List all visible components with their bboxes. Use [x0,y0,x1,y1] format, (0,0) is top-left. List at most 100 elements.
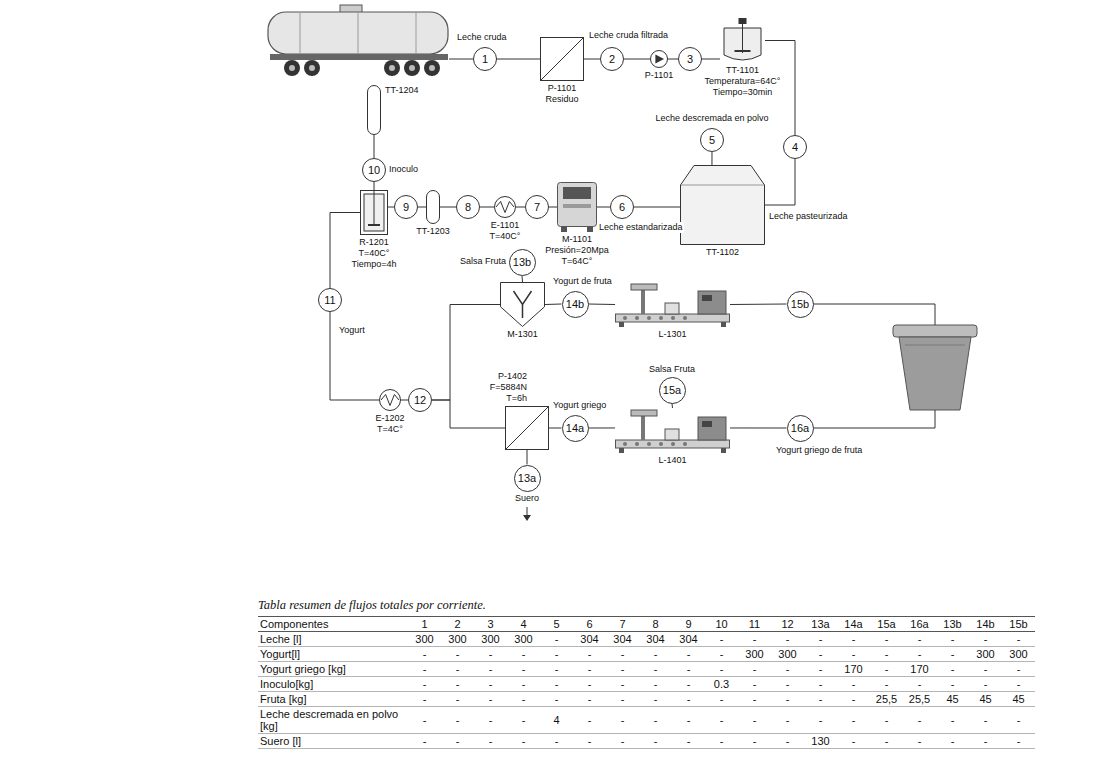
equipment-text: P-1402 [490,371,527,382]
homog-part [558,183,597,227]
equipment-text: Tiempo=4h [352,259,397,270]
table-cell: - [639,692,672,707]
table-cell: - [804,632,837,647]
table-cell: - [771,707,804,734]
stream-label: Suero [514,493,540,504]
table-cell: - [507,692,540,707]
hopper-body [899,337,971,410]
table-cell: - [606,692,639,707]
homog-symbol [557,182,597,232]
table-cell: - [672,647,705,662]
line-part [616,440,730,448]
filter-symbol [505,406,549,450]
table-cell: 10 [705,617,738,632]
table-cell: 12 [771,617,804,632]
equipment-unit: L-1301 [615,282,730,327]
truck-wheel [424,60,440,76]
table-cell: 304 [573,632,606,647]
table-cell: - [1002,677,1035,692]
table-cell: - [639,734,672,749]
hx-part [496,202,514,213]
flow-connector [702,58,720,59]
table-cell: - [507,734,540,749]
line-part [647,316,651,320]
equipment-text: Presión=20Mpa [545,245,608,256]
stream-number-text: 10 [368,164,380,176]
table-cell: 15b [1002,617,1035,632]
equipment-unit: M-1101Presión=20MpaT=64C° [557,182,597,232]
table-cell: 11 [738,617,771,632]
flow-connector [549,428,562,429]
table-cell: - [738,632,771,647]
equipment-text: Temperatura=64C° [705,76,781,87]
table-cell: - [540,734,573,749]
flow-connector [516,207,525,208]
equipment-text: M-1301 [507,329,538,340]
table-cell: 0.3 [705,677,738,692]
table-cell: - [870,677,903,692]
flow-connector [624,59,650,60]
table-cell: - [639,677,672,692]
summary-table: Componentes12345678910111213a14a15a16a13… [258,616,1035,749]
table-cell: - [408,677,441,692]
truck-wheel [384,60,400,76]
stream-label: Leche descremada en polvo [654,113,769,124]
table-cell: - [936,677,969,692]
equipment-text: L-1301 [658,329,686,340]
table-row: Suero [l]------------130------ [258,734,1035,749]
flow-connector [497,59,540,60]
table-cell: - [507,662,540,677]
line-part [619,322,624,327]
table-cell: Suero [l] [258,734,408,749]
table-cell: - [738,707,771,734]
stream-number: 15a [659,377,686,404]
equipment-text: TT-1101 [705,65,781,76]
table-cell: - [639,662,672,677]
table-cell: - [837,692,870,707]
equipment-label: R-1201T=40C°Tiempo=4h [352,237,397,270]
table-cell: - [540,692,573,707]
table-cell: 14b [969,617,1002,632]
stream-label: Salsa Fruta [459,256,507,267]
flow-connector [549,207,557,208]
flow-connector [730,427,787,428]
truck-tank [268,12,448,54]
table-cell: 304 [672,632,705,647]
table-cell: - [936,662,969,677]
stream-number: 4 [783,135,807,159]
hopper-rim [893,325,977,337]
table-cell: 300 [771,647,804,662]
table-cell: - [474,662,507,677]
stream-label: Leche estandarizada [598,222,684,233]
table-cell: - [672,707,705,734]
flow-connector [432,400,505,428]
table-cell: - [771,677,804,692]
stream-number-text: 15b [791,298,809,310]
table-cell: 25,5 [903,692,936,707]
stream-number-text: 8 [465,201,471,213]
table-cell: Leche [l] [258,632,408,647]
table-cell: - [639,647,672,662]
table-cell: - [639,707,672,734]
flow-connector [584,59,600,60]
table-cell: - [507,677,540,692]
equipment-unit: TT-1203 [426,190,440,224]
silo-part [681,185,764,186]
filter-part [541,38,584,81]
reactor-symbol [360,190,388,235]
table-row: Componentes12345678910111213a14a15a16a13… [258,617,1035,632]
hx-symbol [494,196,516,218]
flow-connector [440,207,456,208]
table-cell: - [936,707,969,734]
line-part [702,295,712,301]
equipment-text: Tiempo=30min [705,87,781,98]
table-cell: - [705,734,738,749]
outflow-arrowhead [523,515,531,521]
filter-part [506,407,549,450]
flow-connector [330,213,360,289]
table-cell: - [672,734,705,749]
table-cell: 13b [936,617,969,632]
equipment-label: P-1402F=5884NT=6h [490,371,527,404]
line-symbol [615,408,730,453]
